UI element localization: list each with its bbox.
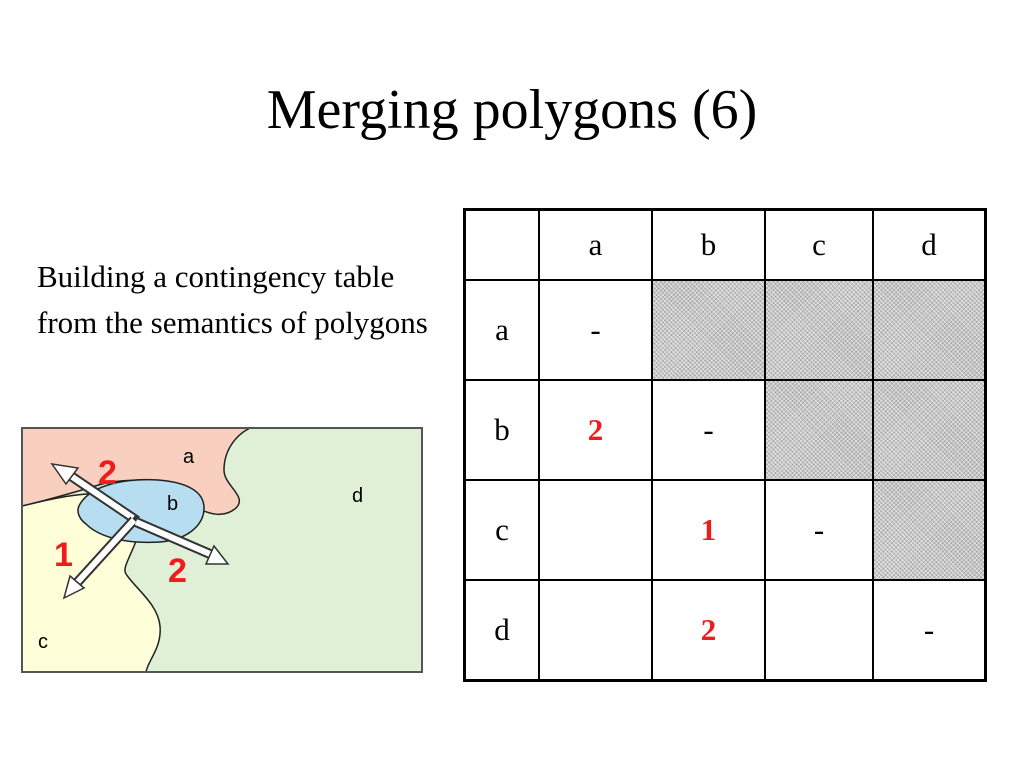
row-header-d: d: [463, 579, 540, 682]
cell-c-d: [872, 479, 987, 581]
slide-title: Merging polygons (6): [266, 79, 758, 141]
contingency-table: a b c d a - b 2 - c 1 - d 2 -: [463, 208, 987, 682]
cell-d-b: 2: [651, 579, 766, 682]
cell-a-b: [651, 279, 766, 381]
table-row-d: d 2 -: [463, 579, 987, 682]
cell-c-a: [538, 479, 653, 581]
table-row-c: c 1 -: [463, 479, 987, 581]
row-header-b: b: [463, 379, 540, 481]
table-row-a: a -: [463, 279, 987, 381]
cell-b-c: [764, 379, 874, 481]
cell-b-b: -: [651, 379, 766, 481]
slide-description: Building a contingency table from the se…: [37, 259, 428, 340]
region-label-c: c: [38, 631, 48, 653]
table-corner-cell: [463, 208, 540, 281]
cell-c-c: -: [764, 479, 874, 581]
region-label-a: a: [183, 446, 195, 468]
column-header-a: a: [538, 208, 653, 281]
polygon-map: a b c d 2 1 2: [20, 426, 425, 674]
cell-c-b: 1: [651, 479, 766, 581]
row-header-c: c: [463, 479, 540, 581]
polygon-map-svg: a b c d 2 1 2: [21, 427, 423, 673]
cell-a-d: [872, 279, 987, 381]
region-b: [77, 478, 205, 544]
map-frame: [21, 427, 423, 673]
cell-d-c: [764, 579, 874, 682]
count-c-b: 1: [54, 536, 73, 574]
cell-b-a: 2: [538, 379, 653, 481]
cell-d-a: [538, 579, 653, 682]
table-header-row: a b c d: [463, 208, 987, 281]
column-header-c: c: [764, 208, 874, 281]
arrow-to-d: [134, 517, 230, 565]
count-d-b: 2: [168, 552, 187, 590]
cell-a-a: -: [538, 279, 653, 381]
column-header-b: b: [651, 208, 766, 281]
region-label-d: d: [352, 485, 363, 507]
count-a-b: 2: [98, 454, 117, 492]
arrow-to-c: [62, 516, 138, 600]
table-row-b: b 2 -: [463, 379, 987, 481]
cell-b-d: [872, 379, 987, 481]
region-label-b: b: [167, 493, 178, 515]
arrow-to-a: [50, 462, 140, 525]
cell-a-c: [764, 279, 874, 381]
cell-d-d: -: [872, 579, 987, 682]
column-header-d: d: [872, 208, 987, 281]
row-header-a: a: [463, 279, 540, 381]
